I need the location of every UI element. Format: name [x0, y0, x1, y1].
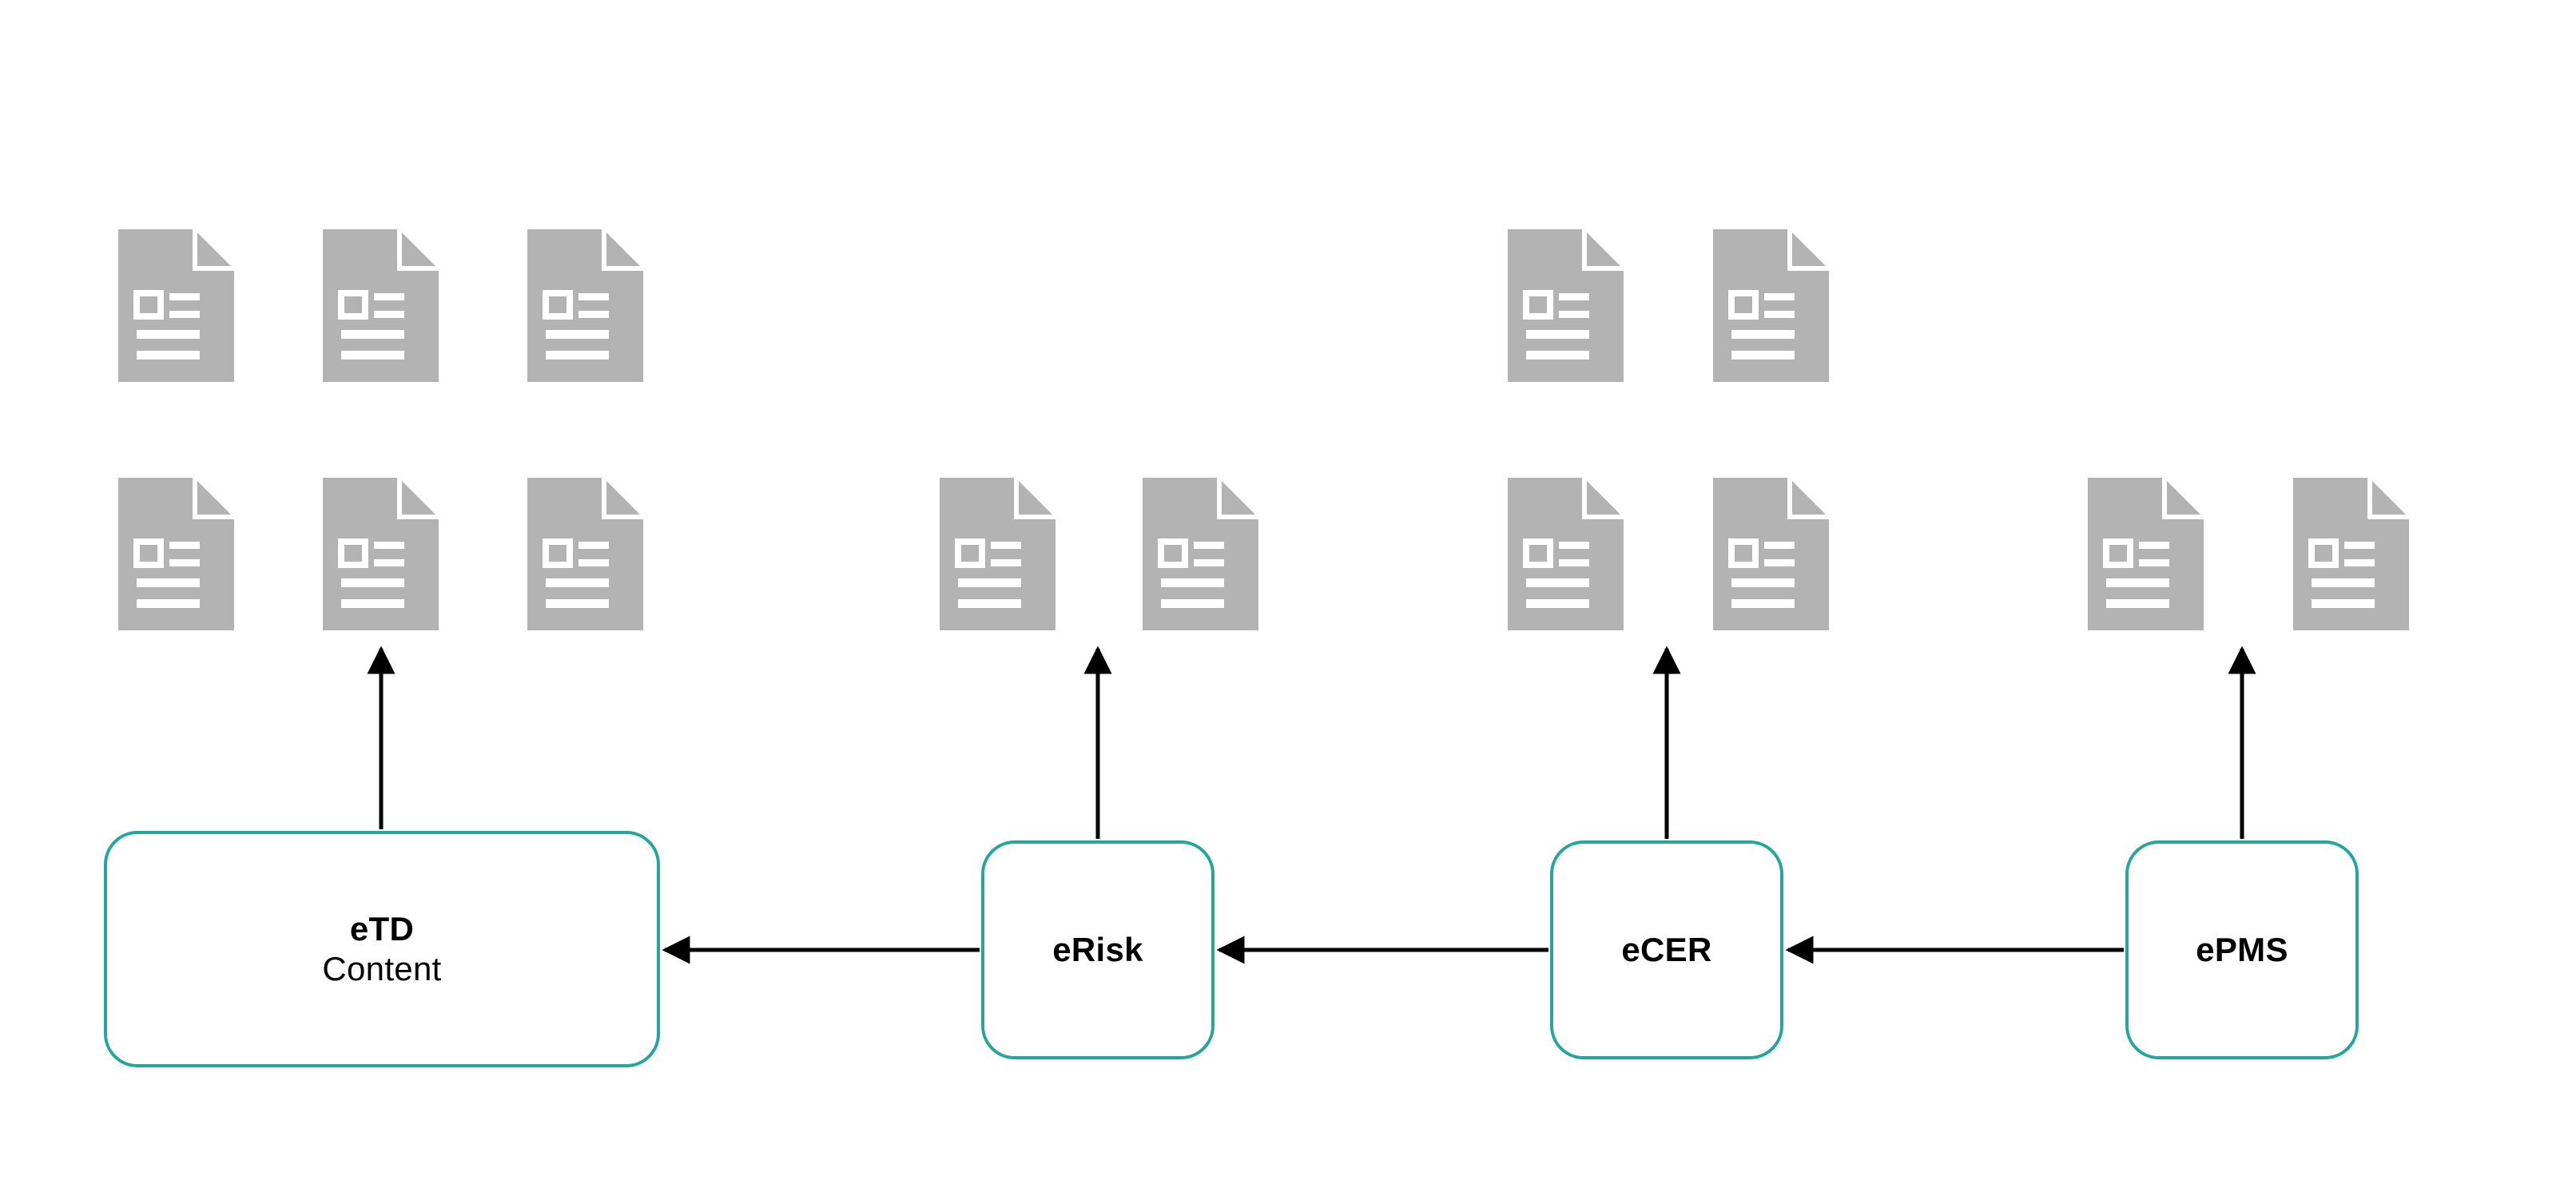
document-icon — [527, 229, 643, 382]
erisk-node[interactable]: eRisk — [981, 840, 1214, 1059]
document-icon-glyph — [1143, 478, 1258, 630]
document-icon-glyph — [1713, 478, 1829, 630]
document-icon-glyph — [1508, 229, 1624, 382]
document-icon — [118, 478, 234, 630]
document-icon-glyph — [2088, 478, 2204, 630]
document-icon-glyph — [118, 478, 234, 630]
document-icon-glyph — [323, 478, 439, 630]
document-icon — [118, 229, 234, 382]
document-icon-glyph — [323, 229, 439, 382]
epms-node[interactable]: ePMS — [2125, 840, 2359, 1059]
document-icon-glyph — [118, 229, 234, 382]
document-icon-glyph — [527, 478, 643, 630]
document-icon-glyph — [1713, 229, 1829, 382]
node-label: eCER — [1621, 931, 1712, 969]
document-icon-glyph — [2293, 478, 2409, 630]
document-icon — [2293, 478, 2409, 630]
document-icon — [1143, 478, 1258, 630]
node-label: eRisk — [1052, 931, 1143, 969]
node-label: ePMS — [2196, 931, 2288, 969]
document-icon — [1713, 478, 1829, 630]
document-icon — [1713, 229, 1829, 382]
document-icon — [527, 478, 643, 630]
document-icon-glyph — [1508, 478, 1624, 630]
document-icon — [1508, 229, 1624, 382]
ecer-node[interactable]: eCER — [1550, 840, 1783, 1059]
document-icon — [1508, 478, 1624, 630]
connectors-group — [367, 646, 2256, 964]
node-sublabel: Content — [322, 950, 442, 987]
document-icon — [323, 229, 439, 382]
document-icon — [323, 478, 439, 630]
document-icon — [2088, 478, 2204, 630]
document-icon-glyph — [527, 229, 643, 382]
document-icon — [940, 478, 1055, 630]
document-icon-glyph — [940, 478, 1055, 630]
node-label: eTD — [349, 910, 415, 948]
